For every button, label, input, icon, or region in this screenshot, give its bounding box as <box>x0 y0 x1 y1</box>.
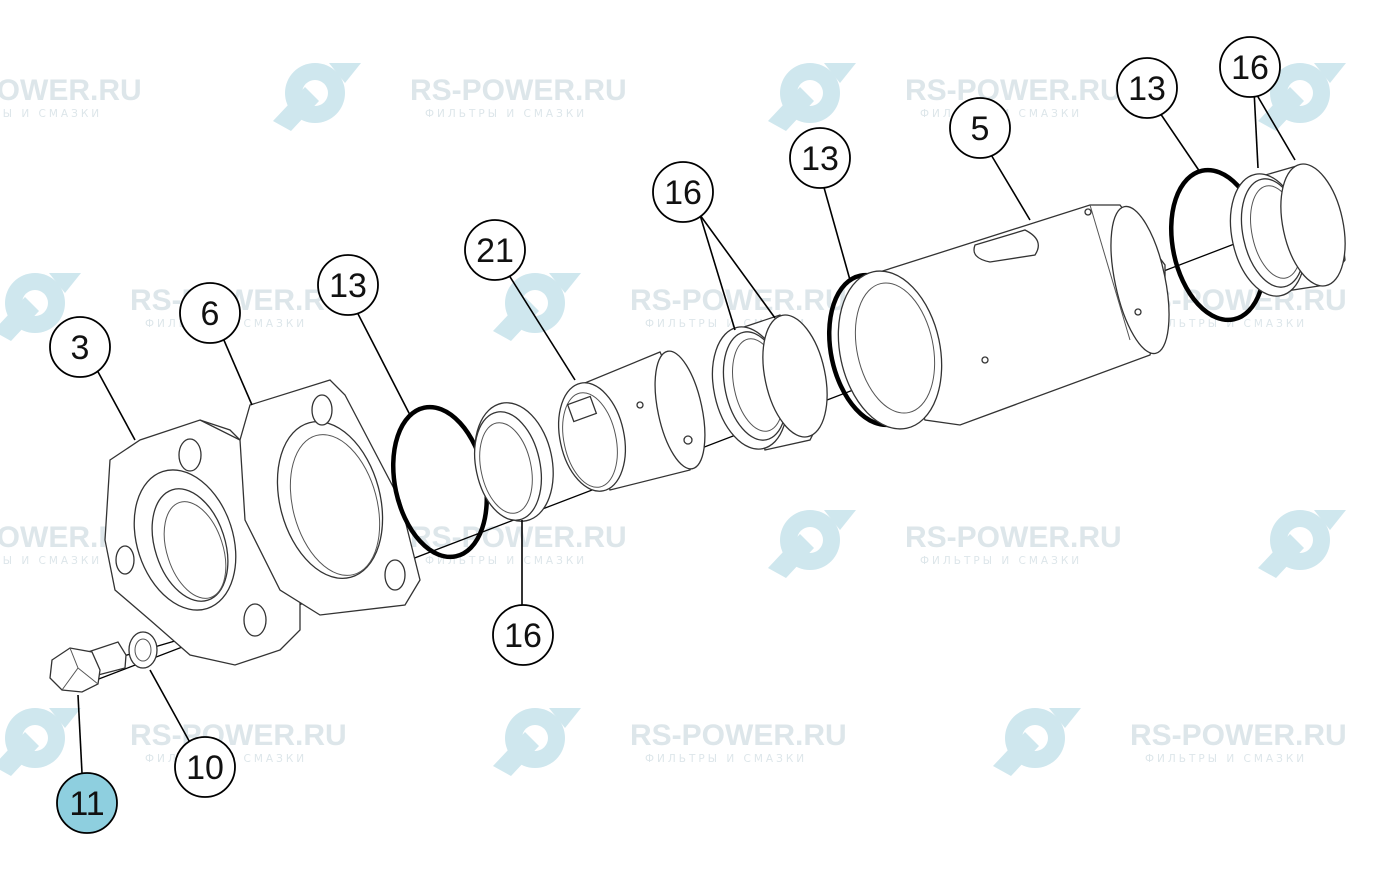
callout-c13b: 13 <box>789 127 851 189</box>
callout-circle <box>174 736 236 798</box>
callout-circle <box>789 127 851 189</box>
watermark-title: RS-POWER.RU <box>410 74 627 107</box>
callout-label: 16 <box>504 617 542 655</box>
watermark-logo-icon <box>493 708 581 776</box>
part-seal-16b <box>711 314 828 451</box>
callout-circle <box>949 97 1011 159</box>
callout-label: 11 <box>69 785 104 823</box>
callout-label: 21 <box>476 232 514 270</box>
watermark-title: RS-POWER.RU <box>1130 719 1347 752</box>
watermark-logo-icon <box>768 63 856 131</box>
callout-c21: 21 <box>464 219 526 281</box>
callout-label: 16 <box>1231 49 1269 87</box>
callout-c13a: 13 <box>317 254 379 316</box>
watermark-title: RS-POWER.RU <box>410 521 627 554</box>
callout-c10: 10 <box>174 736 236 798</box>
callout-label: 13 <box>801 140 839 178</box>
callout-circle <box>49 316 111 378</box>
callout-c11: 11 <box>56 772 118 834</box>
part-bolt-11 <box>49 641 127 693</box>
part-housing-5 <box>837 204 1170 430</box>
watermark-subtitle: ФИЛЬТРЫ И СМАЗКИ <box>645 753 807 765</box>
watermark-logo-icon <box>993 708 1081 776</box>
watermark-logo-icon <box>1258 510 1346 578</box>
callout-c5: 5 <box>949 97 1011 159</box>
watermark-title: RS-POWER.RU <box>905 74 1122 107</box>
callout-label: 3 <box>71 329 90 367</box>
callout-c6: 6 <box>179 282 241 344</box>
callout-label: 13 <box>1128 70 1166 108</box>
part-seal-16a <box>474 402 554 522</box>
callout-c16a: 16 <box>652 161 714 223</box>
part-sleeve-21 <box>558 350 706 492</box>
watermark-subtitle: ФИЛЬТРЫ И СМАЗКИ <box>0 555 102 567</box>
callout-circle <box>179 282 241 344</box>
callout-circle <box>56 772 118 834</box>
watermark-subtitle: ФИЛЬТРЫ И СМАЗКИ <box>425 108 587 120</box>
watermark-logo-icon <box>0 708 81 776</box>
callout-label: 10 <box>186 749 224 787</box>
watermark-subtitle: ФИЛЬТРЫ И СМАЗКИ <box>1145 318 1307 330</box>
watermark-title: RS-POWER.RU <box>130 719 347 752</box>
callout-circle <box>464 219 526 281</box>
watermark-subtitle: ФИЛЬТРЫ И СМАЗКИ <box>425 555 587 567</box>
watermark-logo-icon <box>493 273 581 341</box>
part-seal-16c <box>1229 163 1346 297</box>
leader-lines <box>77 89 1296 774</box>
callout-circle <box>1219 36 1281 98</box>
callout-c16c: 16 <box>492 604 554 666</box>
watermark-title: RS-POWER.RU <box>630 284 847 317</box>
callout-label: 5 <box>971 110 990 148</box>
watermark-subtitle: ФИЛЬТРЫ И СМАЗКИ <box>0 108 102 120</box>
watermark-title: RS-POWER.RU <box>905 521 1122 554</box>
callout-circle <box>1116 57 1178 119</box>
callout-circle <box>492 604 554 666</box>
callout-label: 16 <box>664 174 702 212</box>
callout-label: 6 <box>201 295 220 333</box>
callout-label: 13 <box>329 267 367 305</box>
callout-layer: 3 6 13 21 16 13 5 13 16 16 10 11 <box>49 36 1281 834</box>
watermark-subtitle: ФИЛЬТРЫ И СМАЗКИ <box>1145 753 1307 765</box>
callout-circle <box>317 254 379 316</box>
watermark-logo-icon <box>273 63 361 131</box>
callout-c13c: 13 <box>1116 57 1178 119</box>
watermark-subtitle: ФИЛЬТРЫ И СМАЗКИ <box>920 555 1082 567</box>
watermark-title: RS-POWER.RU <box>630 719 847 752</box>
callout-c3: 3 <box>49 316 111 378</box>
watermark-logo-icon <box>768 510 856 578</box>
part-plate-6 <box>239 379 421 616</box>
callout-circle <box>652 161 714 223</box>
callout-c16b: 16 <box>1219 36 1281 98</box>
watermark-title: RS-POWER.RU <box>0 74 142 107</box>
part-washer-10 <box>128 631 158 669</box>
